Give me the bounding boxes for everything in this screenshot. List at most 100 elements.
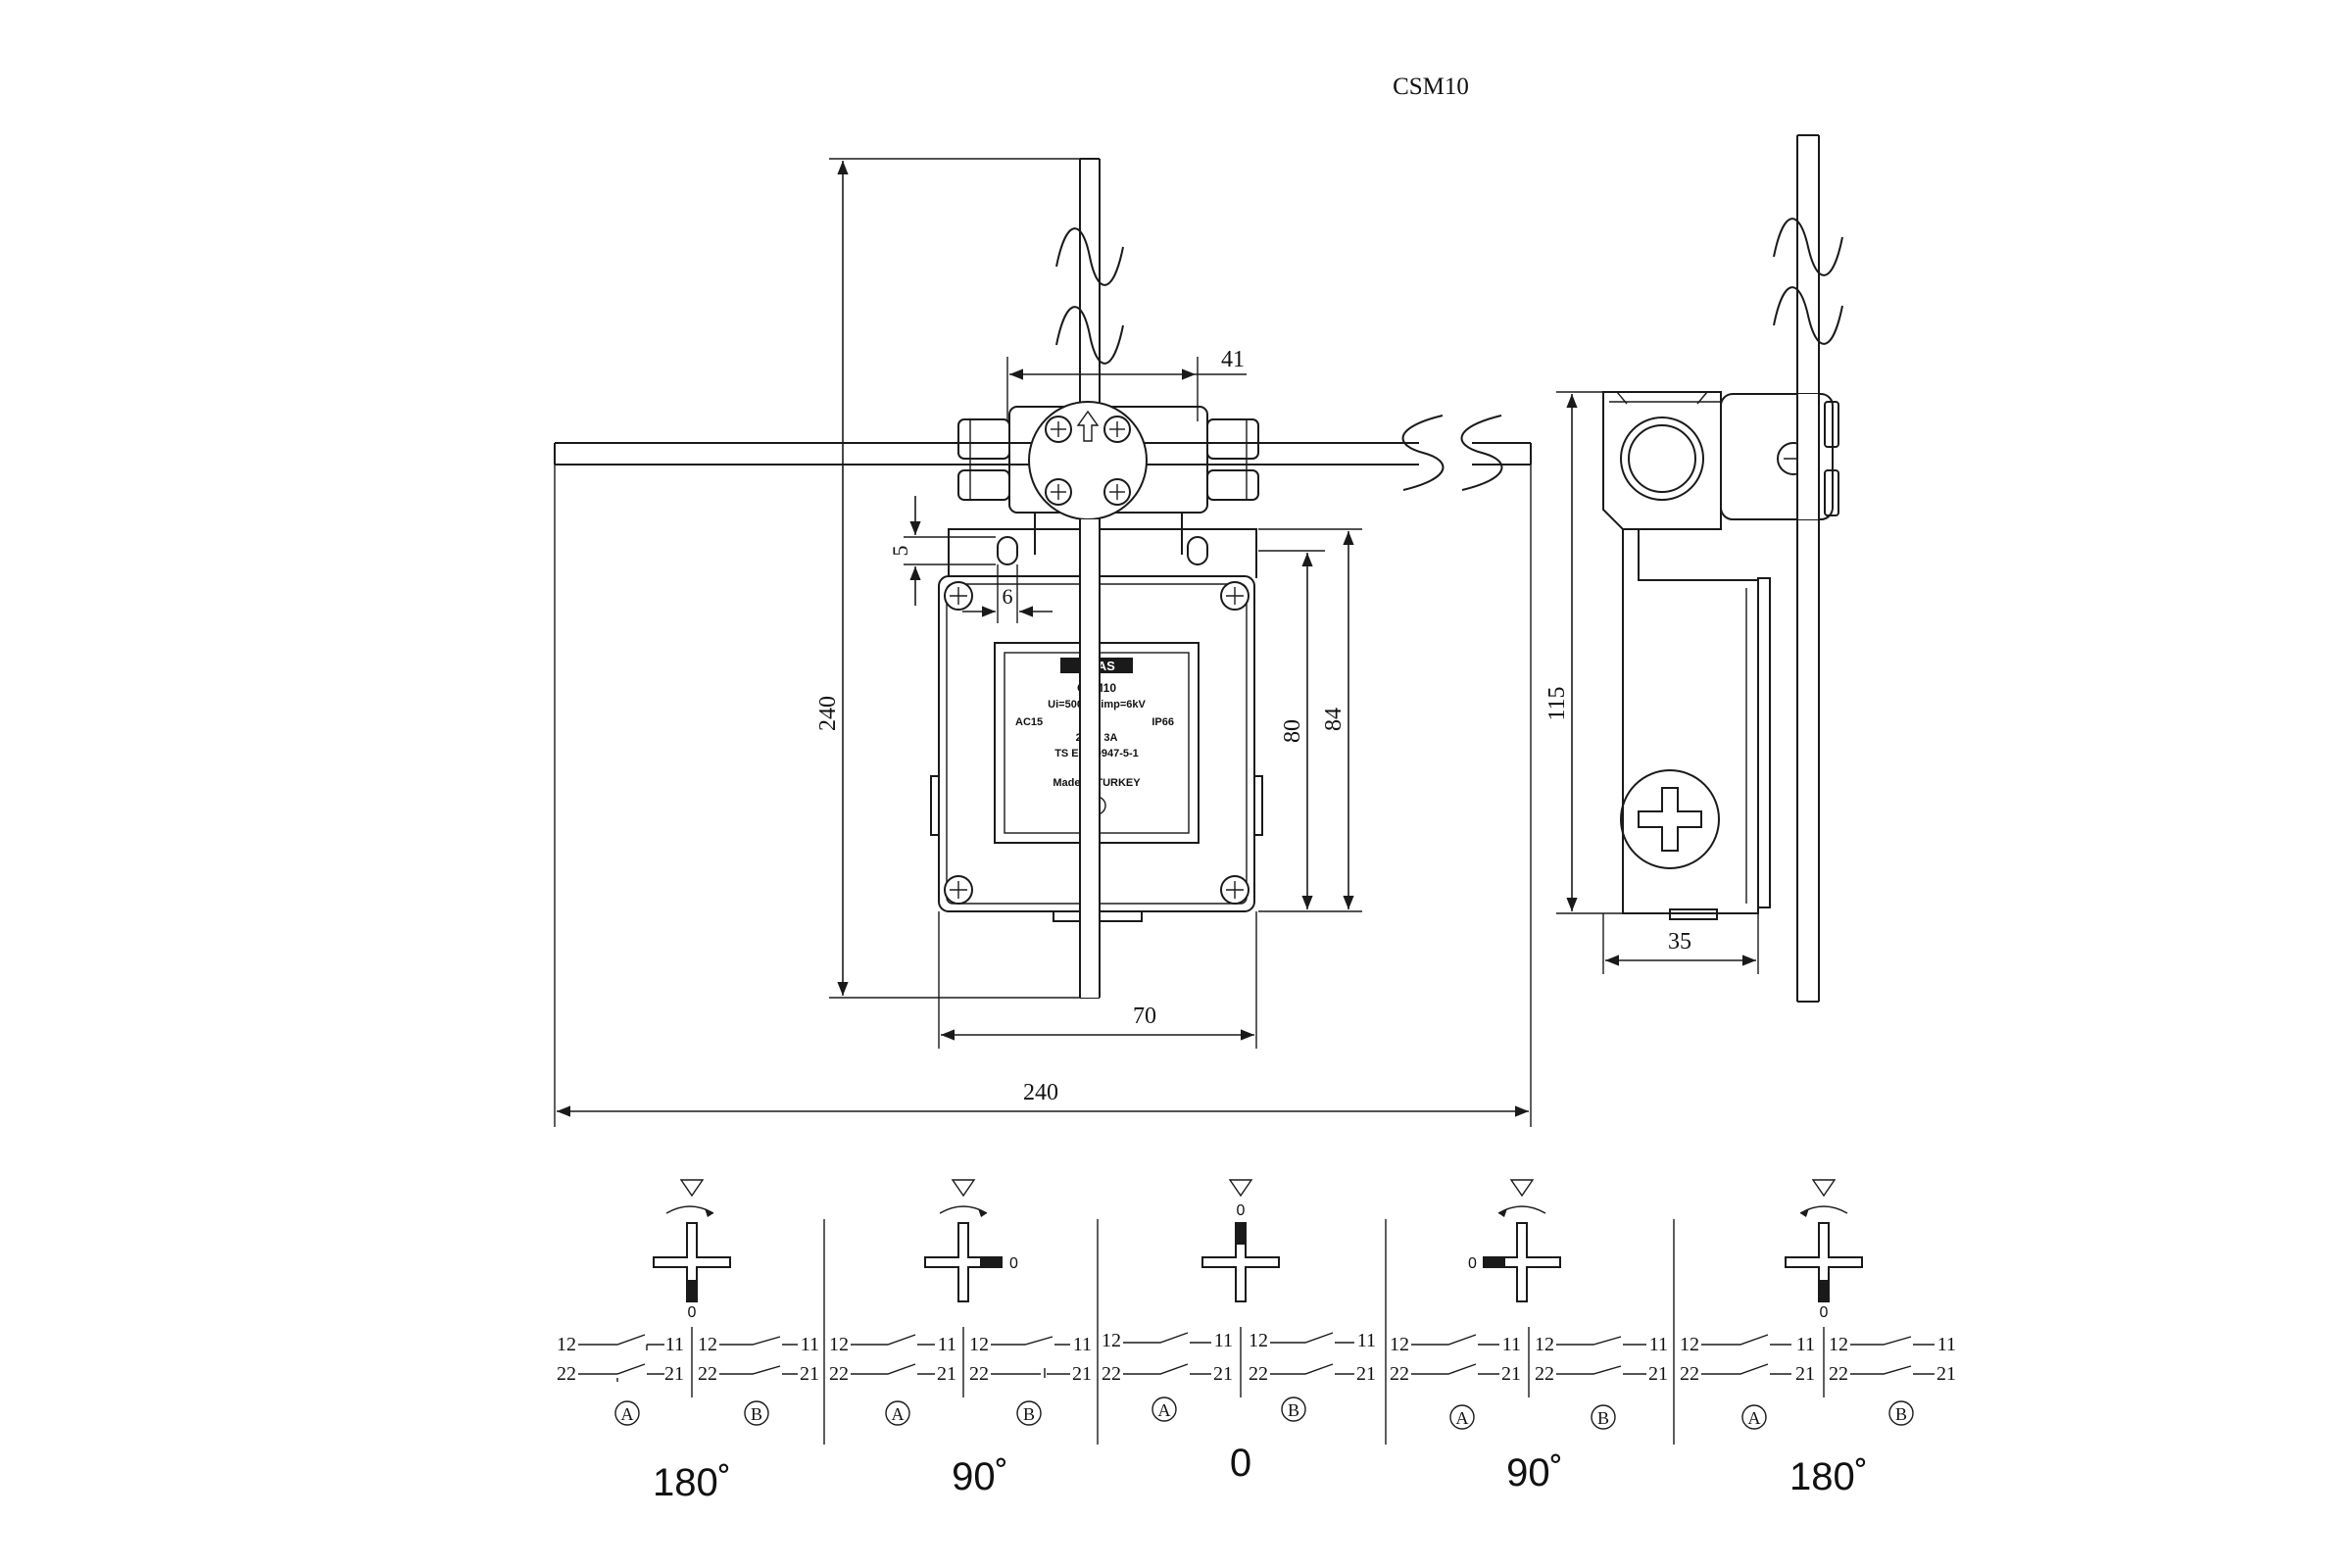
zero-mark: 0 [1820,1304,1829,1321]
conduit-entry-icon [1620,416,1704,501]
dim-label-side-height: 115 [1544,686,1570,720]
terminal-label: 22 [557,1363,576,1385]
dim-hole-spacing: 41 [1006,347,1247,421]
dim-side-depth: 35 [1602,913,1759,974]
terminal-label: 12 [1829,1334,1848,1355]
front-view: EMAS CSM10 Ui=500V Uimp=6kV AC15 IP66 24… [554,158,1532,1127]
dim-total-width: 240 [554,465,1532,1127]
actuator-marker-icon [1497,1179,1546,1217]
terminal-label: 11 [801,1334,819,1355]
contact-label: B [1023,1404,1035,1424]
cover-screw-icon [944,581,1250,905]
dim-label-body-height-outer: 84 [1321,708,1347,731]
side-actuator-block [1720,393,1839,520]
side-view: 115 35 [1544,134,1843,1003]
terminal-label: 11 [665,1334,684,1355]
contact-circle [1449,1404,1475,1430]
cross-symbol [1201,1222,1280,1302]
contact-block-a: 12 11 22 21 A [1680,1334,1815,1430]
contact-block-a: 12 11 22 21 A [829,1334,956,1426]
terminal-label: 11 [938,1334,956,1355]
dim-label-total-height: 240 [815,696,841,731]
break-symbol-vertical [1055,227,1124,365]
contact-label: B [751,1404,762,1424]
terminal-label: 21 [1648,1363,1668,1385]
contact-label: A [621,1404,634,1424]
terminal-label: 11 [1073,1334,1092,1355]
rotary-hub [1028,401,1148,520]
position-180-right: 0 12 11 22 21 A 12 11 22 21 B [1680,1179,1956,1498]
terminal-label: 21 [1501,1363,1521,1385]
position-0-neutral: 0 12 11 22 21 A 12 11 22 21 [1102,1179,1376,1485]
contact-circle [1741,1404,1767,1430]
arrow-up-icon [1076,410,1100,442]
terminal-label: 21 [1795,1363,1815,1385]
terminal-label: 21 [664,1363,684,1385]
contact-label: A [892,1404,905,1424]
contact-circle [1888,1400,1914,1426]
dim-slot-width: 6 [962,564,1053,623]
drawing-title: CSM10 [1393,74,1469,100]
contact-circle [614,1400,640,1426]
dim-label-side-depth: 35 [1668,929,1691,955]
terminal-label: 12 [1249,1330,1268,1351]
dim-body-height-inner: 80 [1258,550,1362,912]
contact-label: B [1288,1400,1299,1420]
terminal-label: 11 [1649,1334,1668,1355]
dim-slot-height: 5 [888,496,996,606]
terminal-label: 12 [969,1334,989,1355]
terminal-label: 12 [698,1334,717,1355]
break-symbol-horizontal [1401,415,1503,491]
terminal-label: 22 [969,1363,989,1385]
contact-block-b: 12 11 22 21 B [1829,1334,1956,1426]
terminal-label: 12 [829,1334,849,1355]
contact-label: A [1158,1400,1171,1420]
position-angle: 90˚ [952,1455,1008,1498]
cross-symbol [924,1222,1003,1302]
actuator-marker-icon [1799,1179,1848,1217]
contact-block-b: 12 11 22 21 B [698,1334,819,1426]
zero-mark: 0 [1237,1202,1246,1219]
side-screw-icon [1620,769,1720,869]
zero-mark: 0 [688,1304,697,1321]
dim-total-height: 240 [815,158,1080,999]
dim-body-height-outer: 84 [1258,528,1362,909]
dim-body-width: 70 [938,911,1257,1049]
dim-label-body-width: 70 [1133,1004,1156,1029]
terminal-label: 11 [1357,1330,1376,1351]
terminal-label: 21 [937,1363,956,1385]
terminal-label: 11 [1796,1334,1815,1355]
zero-mark: 0 [1468,1255,1477,1272]
cross-symbol [653,1222,731,1302]
vertical-rod-front [1079,519,1101,998]
terminal-label: 21 [1072,1363,1092,1385]
dim-label-slot-height: 5 [888,546,912,557]
terminal-label: 12 [1390,1334,1409,1355]
position-angle: 0 [1230,1442,1251,1485]
side-body [1620,529,1771,920]
actuator-marker-icon [939,1179,988,1217]
position-180-left: 0 12 11 22 21 A 12 11 22 21 B [557,1179,819,1504]
contact-label: B [1597,1408,1609,1428]
actuator-marker-icon [665,1179,714,1217]
terminal-label: 21 [1936,1363,1956,1385]
terminal-label: 12 [1535,1334,1554,1355]
dim-label-total-width: 240 [1023,1080,1058,1105]
break-symbol-side [1773,218,1843,345]
label-ip-rating: IP66 [1152,716,1174,728]
contact-label: A [1456,1408,1469,1428]
position-angle: 90˚ [1506,1451,1563,1494]
contact-block-a: 12 11 22 21 A [557,1334,684,1426]
cross-symbol [1483,1222,1561,1302]
terminal-label: 12 [1680,1334,1699,1355]
dim-side-height: 115 [1544,391,1623,914]
contact-block-a: 12 11 22 21 A [1102,1330,1233,1422]
terminal-label: 22 [1102,1363,1121,1385]
contact-block-a: 12 11 22 21 A [1390,1334,1521,1430]
dim-label-slot-width: 6 [1003,584,1013,609]
contact-circle [744,1400,769,1426]
terminal-label: 12 [1102,1330,1121,1351]
position-90-left: 0 12 11 22 21 A 12 11 22 21 B [829,1179,1092,1498]
contact-circle [1281,1396,1306,1422]
